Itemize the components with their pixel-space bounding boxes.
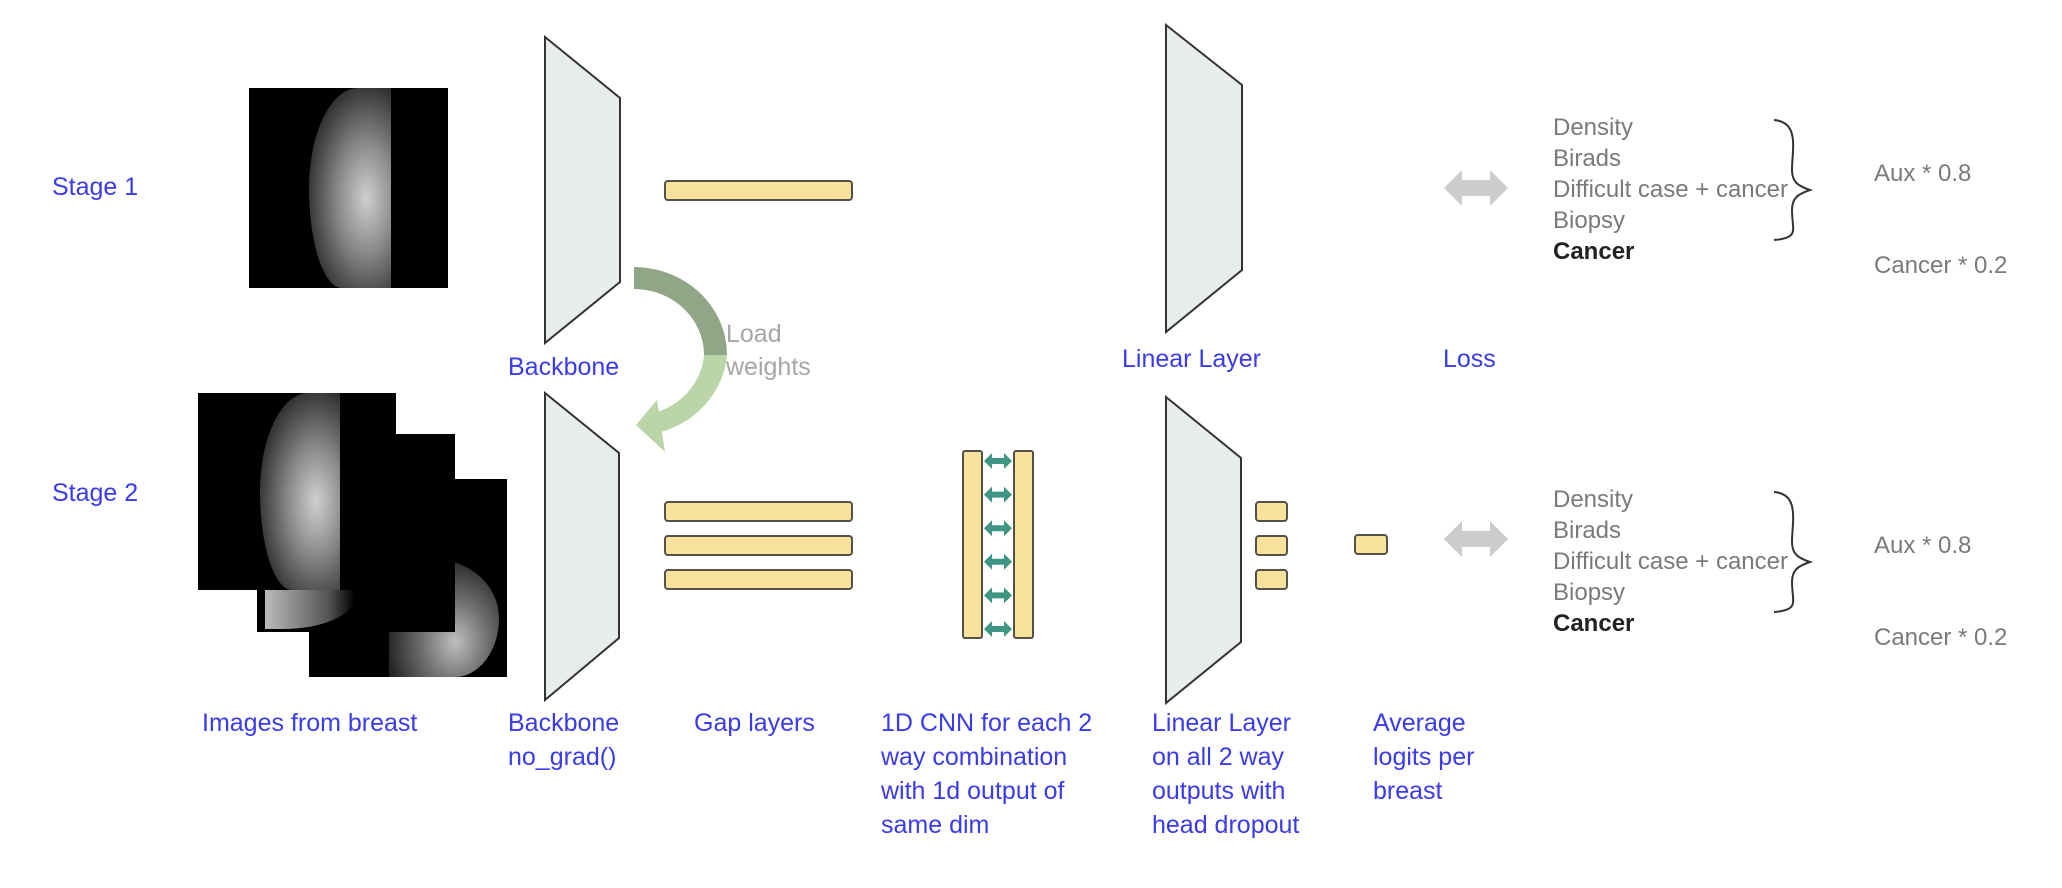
stage1-linear-layer — [1165, 22, 1243, 335]
label-line: head dropout — [1152, 811, 1300, 839]
label-line: breast — [1373, 777, 1443, 805]
loss-label: Loss — [1443, 345, 1496, 373]
stage2-mammogram-image-1 — [198, 393, 396, 590]
linear-output-box — [1255, 535, 1288, 556]
average-logit-box — [1354, 534, 1388, 555]
target-difficult-case: Difficult case + cancer — [1553, 548, 1788, 575]
load-weights-label: Load weights — [726, 318, 811, 384]
label-line: Linear Layer — [1152, 709, 1291, 737]
cnn-pair-arrow-icon — [984, 553, 1012, 570]
stage1-cancer-weight: Cancer * 0.2 — [1874, 252, 2008, 279]
label-line: same dim — [881, 811, 990, 839]
stage2-loss-arrow-icon — [1444, 521, 1508, 557]
stage2-gap-layers — [664, 501, 853, 590]
load-weights-arrow-icon — [634, 267, 727, 452]
stage1-aux-brace-icon — [1773, 119, 1814, 241]
gap-layer-bar — [664, 180, 853, 201]
cnn-feature-right — [1013, 450, 1034, 639]
stage2-label: Stage 2 — [52, 479, 139, 507]
stage2-aux-brace-icon — [1773, 491, 1814, 613]
linear-output-box — [1255, 501, 1288, 522]
target-density: Density — [1553, 114, 1634, 141]
stage2-linear-label: Linear Layer on all 2 way outputs with h… — [1152, 706, 1299, 842]
label-line: Backbone — [508, 709, 620, 737]
label-line: logits per — [1373, 743, 1475, 771]
linear-outputs — [1255, 501, 1288, 590]
stage2-cancer-weight: Cancer * 0.2 — [1874, 624, 2008, 651]
stage2-backbone-layer — [544, 390, 620, 703]
stage1-backbone-layer — [544, 34, 621, 346]
stage2-aux-weight: Aux * 0.8 — [1874, 532, 1972, 559]
label-line: on all 2 way — [1152, 743, 1285, 771]
target-cancer: Cancer — [1553, 238, 1635, 265]
load-weights-line1: Load — [726, 320, 782, 348]
average-logits-label: Average logits per breast — [1373, 706, 1474, 808]
label-line: 1D CNN for each 2 — [881, 709, 1093, 737]
linear-output-box — [1255, 569, 1288, 590]
cnn-1d-block — [962, 450, 1034, 639]
stage1-loss-arrow-icon — [1444, 170, 1508, 206]
cnn-pair-arrow-icon — [984, 486, 1012, 503]
target-density: Density — [1553, 486, 1634, 513]
stage1-aux-weight: Aux * 0.8 — [1874, 160, 1972, 187]
target-birads: Birads — [1553, 145, 1622, 172]
load-weights-line2: weights — [726, 353, 811, 381]
cnn-label: 1D CNN for each 2 way combination with 1… — [881, 706, 1092, 842]
label-line: Average — [1373, 709, 1466, 737]
images-from-breast-label: Images from breast — [202, 706, 417, 740]
cnn-pair-arrow-icon — [984, 520, 1012, 537]
cnn-pair-arrow-icon — [984, 587, 1012, 604]
cnn-pair-arrow-icon — [984, 621, 1012, 637]
gap-layers-label: Gap layers — [694, 706, 815, 740]
label-line: with 1d output of — [881, 777, 1065, 805]
gap-layer-bar — [664, 501, 853, 522]
target-birads: Birads — [1553, 517, 1622, 544]
label-line: way combination — [881, 743, 1068, 771]
stage1-mammogram-image — [249, 88, 448, 288]
stage1-linear-label: Linear Layer — [1122, 345, 1261, 373]
stage1-label: Stage 1 — [52, 173, 139, 201]
stage2-loss-targets: Density Birads Difficult case + cancer B… — [1553, 484, 1788, 639]
label-line: Images from breast — [202, 709, 418, 737]
stage2-backbone-label: Backbone no_grad() — [508, 706, 619, 774]
cnn-pair-arrow-icon — [984, 453, 1012, 469]
label-line: Gap layers — [694, 709, 815, 737]
target-cancer: Cancer — [1553, 610, 1635, 637]
stage1-loss-targets: Density Birads Difficult case + cancer B… — [1553, 112, 1788, 267]
stage1-backbone-label: Backbone — [508, 353, 620, 381]
label-line: no_grad() — [508, 743, 617, 771]
target-difficult-case: Difficult case + cancer — [1553, 176, 1788, 203]
cnn-feature-left — [962, 450, 983, 639]
stage2-linear-layer — [1165, 394, 1242, 706]
target-biopsy: Biopsy — [1553, 207, 1626, 234]
stage1-gap-layers — [664, 180, 853, 201]
gap-layer-bar — [664, 535, 853, 556]
gap-layer-bar — [664, 569, 853, 590]
label-line: outputs with — [1152, 777, 1286, 805]
target-biopsy: Biopsy — [1553, 579, 1626, 606]
